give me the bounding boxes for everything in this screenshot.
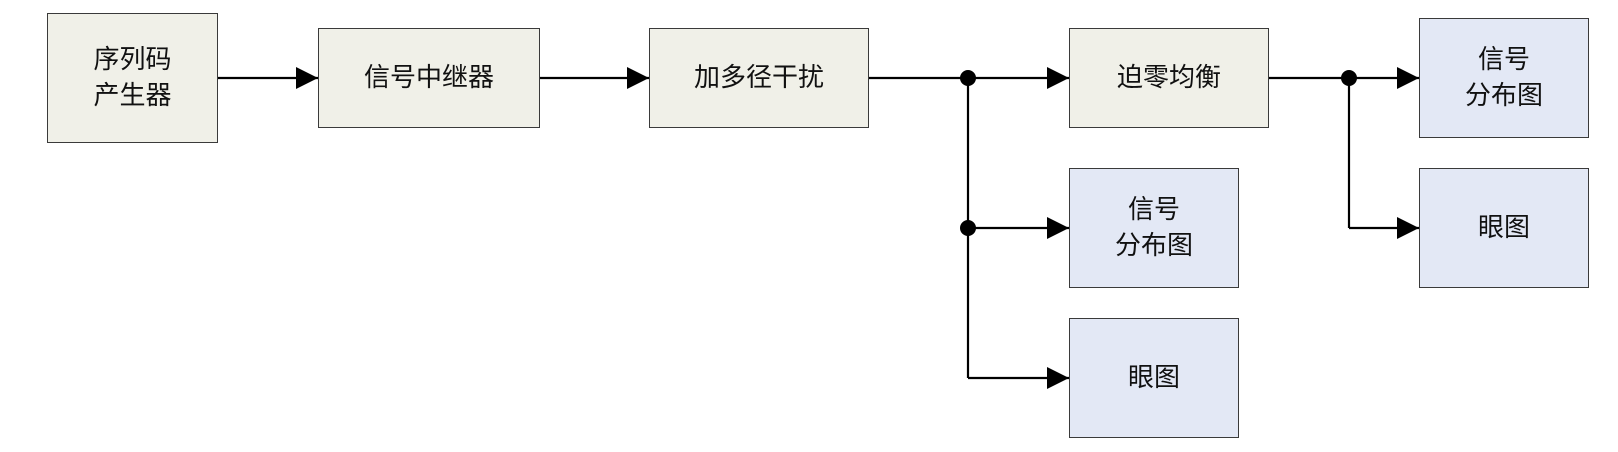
signal-distribution-top-right-block: 信号 分布图 [1419,18,1589,138]
eye-diagram-top-right-block: 眼图 [1419,168,1589,288]
junction-dot-interference-top [960,70,976,86]
signal-repeater-block: 信号中继器 [318,28,540,128]
signal-distribution-mid-block: 信号 分布图 [1069,168,1239,288]
sequence-generator-block: 序列码 产生器 [47,13,218,143]
multipath-interference-block: 加多径干扰 [649,28,869,128]
zero-forcing-equalizer-block: 迫零均衡 [1069,28,1269,128]
junction-dot-interference-mid [960,220,976,236]
junction-dot-equalizer [1341,70,1357,86]
eye-diagram-bottom-block: 眼图 [1069,318,1239,438]
